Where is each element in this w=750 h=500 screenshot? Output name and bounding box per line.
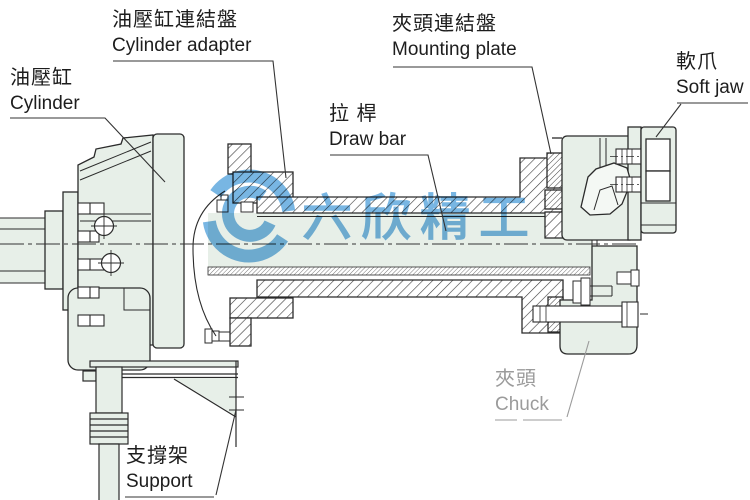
label-draw-bar-en: Draw bar [329, 129, 407, 150]
watermark-text: 六欣精工 [302, 190, 538, 246]
label-support: 支撐架 Support [126, 444, 193, 494]
label-support-en: Support [126, 471, 193, 492]
label-mounting-plate-en: Mounting plate [392, 39, 517, 60]
label-soft-jaw-en: Soft jaw [676, 77, 744, 98]
support-bracket [82, 360, 244, 500]
label-draw-bar: 拉 桿 Draw bar [329, 102, 406, 152]
label-cylinder-adapter-zh: 油壓缸連結盤 [112, 9, 238, 31]
label-soft-jaw-zh: 軟爪 [676, 51, 718, 73]
label-chuck-zh: 夾頭 [495, 368, 537, 390]
label-mounting-plate-zh: 夾頭連結盤 [392, 13, 497, 35]
label-cylinder-adapter: 油壓缸連結盤 Cylinder adapter [112, 8, 251, 58]
cylinder-body [0, 133, 249, 371]
label-support-zh: 支撐架 [126, 445, 189, 467]
label-mounting-plate: 夾頭連結盤 Mounting plate [392, 12, 517, 62]
draw-tube-interior [208, 213, 592, 267]
label-cylinder-adapter-en: Cylinder adapter [112, 35, 252, 56]
label-cylinder-zh: 油壓缸 [10, 67, 73, 89]
soft-jaw-block [640, 126, 677, 234]
label-chuck: 夾頭 Chuck [495, 367, 549, 417]
label-cylinder-en: Cylinder [10, 93, 80, 114]
label-cylinder: 油壓缸 Cylinder [10, 66, 80, 116]
label-soft-jaw: 軟爪 Soft jaw [676, 50, 744, 100]
leader-lines [10, 60, 748, 498]
watermark: 六欣精工 [202, 169, 538, 263]
chuck-lower-body [532, 245, 648, 355]
mounting-plate-section [546, 152, 564, 189]
watermark-logo-icon [202, 169, 296, 263]
label-chuck-en: Chuck [495, 394, 549, 415]
hydraulic-ports [91, 213, 124, 276]
label-draw-bar-zh: 拉 桿 [329, 103, 378, 125]
